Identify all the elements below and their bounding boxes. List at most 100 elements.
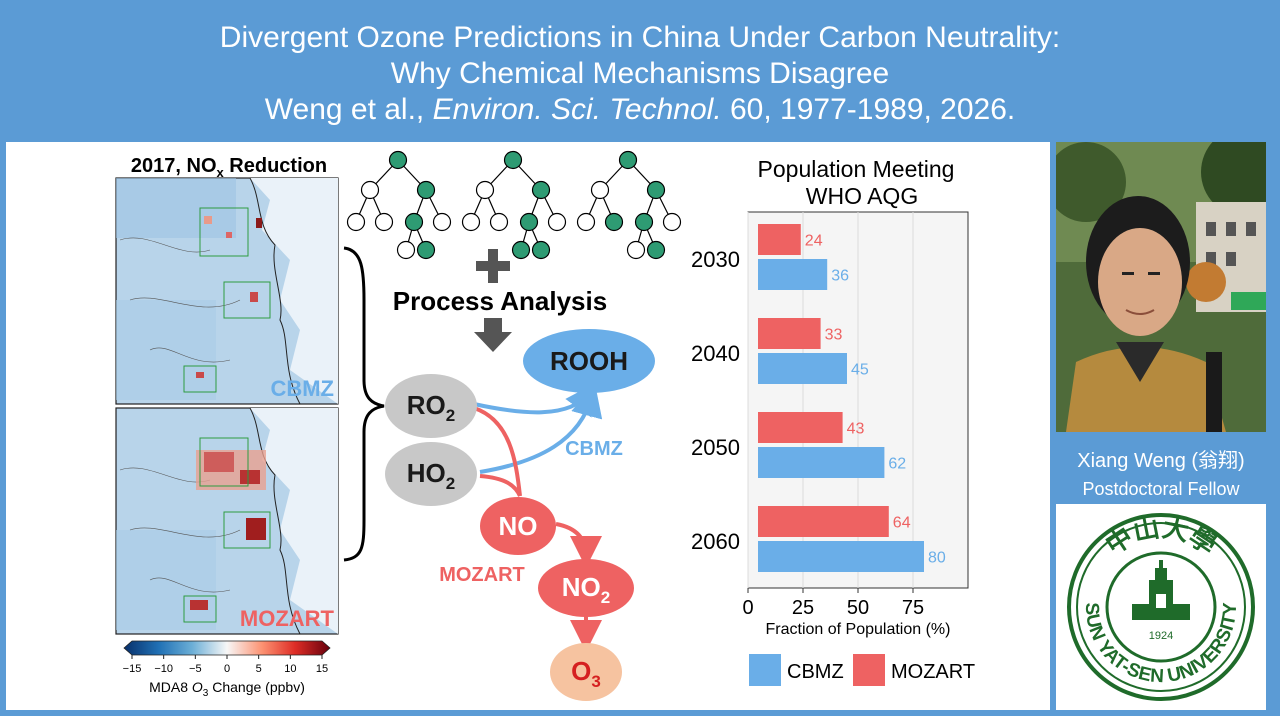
tree-node — [374, 212, 394, 232]
bar-mozart — [758, 318, 821, 349]
node-ro2: RO2 — [385, 374, 477, 438]
profile-name-box: Xiang Weng (翁翔) Postdoctoral Fellow — [1056, 432, 1266, 502]
bar-cbmz — [758, 259, 828, 290]
tree-node — [646, 180, 666, 200]
legend-swatch — [749, 654, 781, 686]
svg-text:HO2: HO2 — [407, 458, 455, 493]
tree-node — [416, 180, 436, 200]
tree-node — [547, 212, 567, 232]
mechanism-tree — [576, 150, 682, 260]
bar-value-label: 45 — [851, 362, 869, 379]
tree-node — [489, 212, 509, 232]
svg-text:NO2: NO2 — [562, 572, 610, 607]
map-mozart: MOZART — [115, 407, 339, 635]
tree-node — [388, 150, 408, 170]
bar-value-label: 80 — [928, 550, 946, 567]
chart-xlabel: Fraction of Population (%) — [766, 621, 951, 638]
bar-value-label: 64 — [893, 515, 911, 532]
node-rooh: ROOH — [523, 329, 655, 393]
tree-node — [404, 212, 424, 232]
tree-node — [646, 240, 666, 260]
mechanism-tree — [346, 150, 452, 260]
tree-node — [618, 150, 638, 170]
chart-title-line-1: Population Meeting — [758, 156, 955, 182]
tree-node — [519, 212, 539, 232]
node-no2: NO2 — [538, 559, 634, 617]
colorbar-tick-label: 0 — [224, 663, 230, 675]
bar-value-label: 33 — [825, 327, 843, 344]
bar-cbmz — [758, 447, 885, 478]
colorbar-tick-label: −15 — [123, 663, 142, 675]
main-panel: 2017, NOx Reduction CBMZ MOZART — [6, 142, 1050, 710]
colorbar-tick-label: 10 — [284, 663, 296, 675]
legend-label: MOZART — [891, 661, 975, 683]
profile-photo — [1046, 127, 1280, 432]
bar-value-label: 24 — [805, 233, 823, 250]
process-analysis-label: Process Analysis — [393, 286, 607, 316]
maps-title: 2017, NOx Reduction — [131, 155, 327, 180]
colorbar-tick-label: 5 — [256, 663, 262, 675]
citation-journal: Environ. Sci. Technol. — [432, 93, 722, 126]
tree-node — [396, 240, 416, 260]
bar-mozart — [758, 506, 889, 537]
y-tick-label: 2060 — [691, 529, 740, 554]
chart-legend: CBMZ MOZART — [749, 654, 975, 686]
tree-node — [626, 240, 646, 260]
mozart-pathway-label: MOZART — [439, 564, 525, 586]
mechanism-trees — [346, 150, 682, 260]
x-tick-label: 75 — [902, 597, 924, 619]
bar-value-label: 62 — [888, 456, 906, 473]
y-tick-label: 2050 — [691, 435, 740, 460]
profile-role: Postdoctoral Fellow — [1082, 479, 1240, 499]
portrait-image — [1046, 127, 1280, 432]
colorbar-label: MDA8 O3 Change (ppbv) — [149, 679, 305, 699]
svg-text:RO2: RO2 — [407, 390, 455, 425]
university-logo: 中山大學 SUN YAT-SEN UNIVERSITY 1924 — [1067, 513, 1255, 701]
main-figure: 2017, NOx Reduction CBMZ MOZART — [115, 150, 975, 701]
chart-title-line-2: WHO AQG — [806, 183, 918, 209]
svg-text:O3: O3 — [571, 656, 601, 691]
tree-node — [461, 212, 481, 232]
colorbar-tick-label: 15 — [316, 663, 328, 675]
x-tick-label: 0 — [742, 597, 753, 619]
title-line-1: Divergent Ozone Predictions in China Und… — [219, 21, 1061, 54]
tree-node — [590, 180, 610, 200]
map-cbmz: CBMZ — [115, 177, 339, 405]
plus-icon — [476, 249, 510, 283]
tree-node — [604, 212, 624, 232]
citation-details: 60, 1977-1989, 2026. — [721, 93, 1016, 126]
profile-name: Xiang Weng (翁翔) — [1077, 450, 1245, 472]
legend-swatch — [853, 654, 885, 686]
svg-text:ROOH: ROOH — [550, 346, 628, 376]
tree-node — [531, 180, 551, 200]
arrow-ho2-no — [479, 474, 522, 497]
map-mozart-label: MOZART — [240, 606, 335, 631]
y-tick-label: 2030 — [691, 247, 740, 272]
bar-mozart — [758, 412, 843, 443]
bar-cbmz — [758, 541, 924, 572]
node-o3: O3 — [550, 643, 622, 701]
title-line-2: Why Chemical Mechanisms Disagree — [390, 57, 890, 90]
bar-value-label: 43 — [847, 421, 865, 438]
logo-building-icon — [1132, 560, 1190, 620]
arrow-ro2-no — [473, 406, 522, 497]
tree-node — [432, 212, 452, 232]
tree-node — [346, 212, 366, 232]
bar-value-label: 36 — [831, 268, 849, 285]
tree-node — [662, 212, 682, 232]
logo-year: 1924 — [1149, 630, 1173, 642]
tree-node — [531, 240, 551, 260]
citation-authors: Weng et al., — [264, 93, 433, 126]
tree-node — [503, 150, 523, 170]
node-no: NO — [480, 497, 556, 555]
citation: Weng et al., Environ. Sci. Technol. 60, … — [0, 92, 1280, 128]
tree-node — [360, 180, 380, 200]
node-ho2: HO2 — [385, 442, 477, 506]
colorbar-tick-label: −5 — [189, 663, 202, 675]
legend-label: CBMZ — [787, 661, 844, 683]
tree-node — [475, 180, 495, 200]
tree-node — [416, 240, 436, 260]
